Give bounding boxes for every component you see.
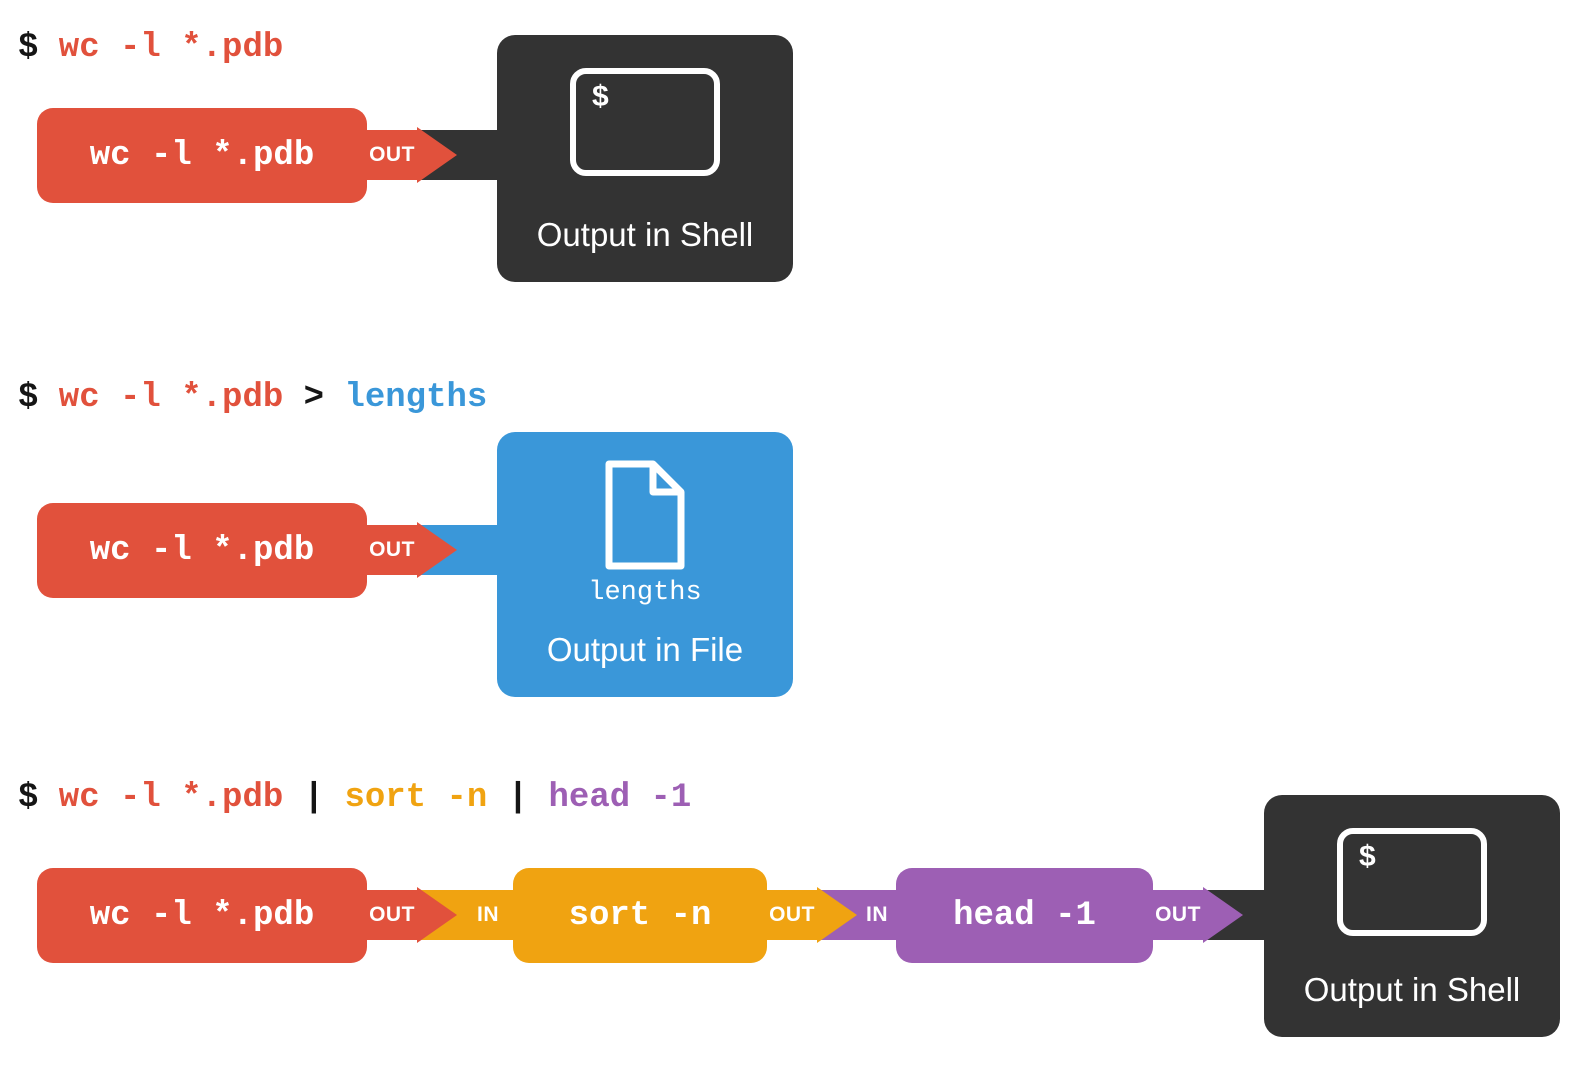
shell-output-box: $ Output in Shell xyxy=(1264,795,1560,1037)
command-text-sort: sort -n xyxy=(344,779,488,817)
process-box-wc: wc -l *.pdb xyxy=(37,503,367,598)
pipe-operator: | xyxy=(283,779,345,817)
arrow-right-icon xyxy=(417,522,457,578)
pipe-operator: | xyxy=(487,779,549,817)
arrow-right-icon xyxy=(1203,887,1243,943)
process-label: wc -l *.pdb xyxy=(89,896,315,935)
command-text: wc -l *.pdb xyxy=(38,29,284,67)
command-text: wc -l *.pdb xyxy=(38,379,284,417)
out-port-label: OUT xyxy=(1153,890,1203,940)
redirect-operator: > xyxy=(283,379,345,417)
prompt-symbol: $ xyxy=(18,29,39,67)
command-line-1: $ wc -l *.pdb xyxy=(18,26,283,70)
process-label: sort -n xyxy=(568,896,712,935)
command-text: wc -l *.pdb xyxy=(38,779,284,817)
sink-label: Output in Shell xyxy=(536,216,754,253)
terminal-prompt: $ xyxy=(1359,840,1376,873)
process-box-wc: wc -l *.pdb xyxy=(37,108,367,203)
in-port-label: IN xyxy=(477,903,499,926)
arrow-right-icon xyxy=(817,887,857,943)
out-port-label: OUT xyxy=(367,525,417,575)
process-label: wc -l *.pdb xyxy=(89,531,315,570)
prompt-symbol: $ xyxy=(18,379,39,417)
command-line-2: $ wc -l *.pdb > lengths xyxy=(18,376,487,420)
process-label: wc -l *.pdb xyxy=(89,136,315,175)
file-name: lengths xyxy=(588,578,702,608)
out-port-label: OUT xyxy=(367,890,417,940)
process-box-wc: wc -l *.pdb xyxy=(37,868,367,963)
out-port-label: OUT xyxy=(767,890,817,940)
command-text-head: head -1 xyxy=(548,779,692,817)
process-label: head -1 xyxy=(953,896,1096,935)
arrow-right-icon xyxy=(417,127,457,183)
terminal-icon: $ xyxy=(1337,828,1487,936)
sink-label: Output in File xyxy=(546,631,744,668)
process-box-head: head -1 xyxy=(896,868,1153,963)
prompt-symbol: $ xyxy=(18,779,39,817)
in-port-label: IN xyxy=(866,903,888,926)
process-box-sort: sort -n xyxy=(513,868,767,963)
terminal-icon: $ xyxy=(570,68,720,176)
terminal-prompt: $ xyxy=(592,80,609,113)
command-line-3: $ wc -l *.pdb | sort -n | head -1 xyxy=(18,776,691,820)
shell-output-box: $ Output in Shell xyxy=(497,35,793,282)
sink-label: Output in Shell xyxy=(1303,971,1521,1008)
file-icon xyxy=(605,460,685,570)
arrow-right-icon xyxy=(417,887,457,943)
out-port-label: OUT xyxy=(367,130,417,180)
file-output-box: lengths Output in File xyxy=(497,432,793,697)
redirect-target-file: lengths xyxy=(344,379,488,417)
